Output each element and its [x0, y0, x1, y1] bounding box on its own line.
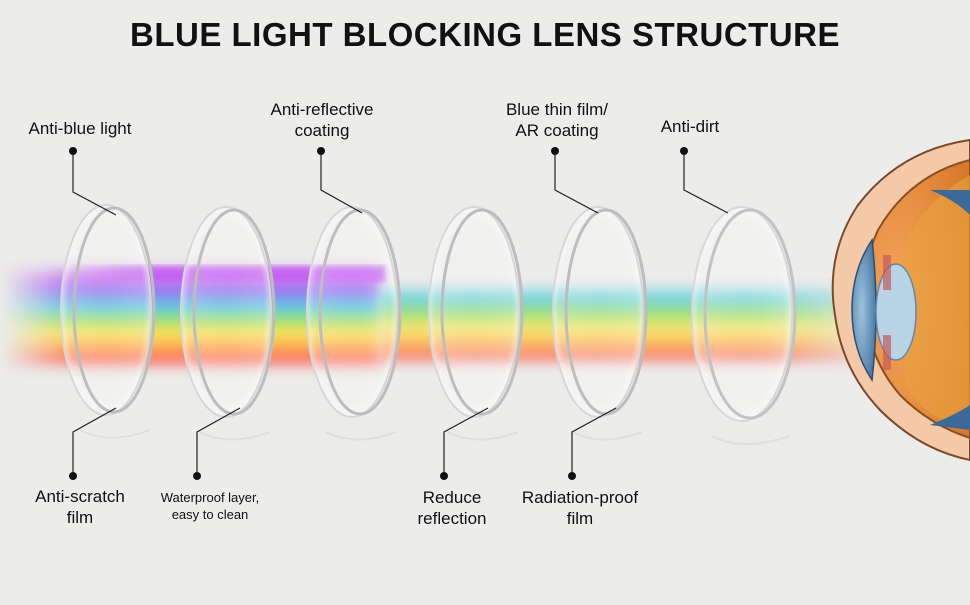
leader-radiation-proof [571, 407, 617, 476]
label-anti-reflective-line-2: coating [294, 121, 350, 140]
label-anti-blue-light: Anti-blue light [0, 118, 160, 139]
leader-reduce-reflection [443, 407, 489, 476]
label-waterproof: Waterproof layer, easy to clean [140, 489, 280, 523]
lens-2 [180, 206, 276, 418]
leader-waterproof [196, 407, 241, 476]
label-blue-thin-film: Blue thin film/ AR coating [482, 99, 632, 141]
leader-blue-thin-film [554, 151, 599, 214]
label-reduce-reflection-line-2: reflection [417, 509, 487, 528]
label-anti-scratch-line-1: Anti-scratch [35, 487, 125, 506]
label-waterproof-line-1: Waterproof layer, [160, 490, 260, 505]
eye-illustration [831, 138, 970, 462]
label-anti-reflective: Anti-reflective coating [247, 99, 397, 141]
label-anti-dirt: Anti-dirt [640, 116, 740, 137]
label-waterproof-line-2: easy to clean [171, 507, 249, 522]
label-blue-thin-film-line-2: AR coating [515, 121, 599, 140]
label-anti-reflective-line-1: Anti-reflective [270, 100, 374, 119]
label-anti-scratch-line-2: film [66, 508, 94, 527]
label-radiation-proof-line-1: Radiation-proof [521, 488, 639, 507]
label-radiation-proof: Radiation-proof film [500, 487, 660, 529]
lens-1 [60, 204, 156, 416]
leader-anti-scratch [72, 407, 117, 476]
leader-anti-blue-light [72, 151, 117, 216]
lens-6 [691, 206, 797, 422]
lens-group [60, 204, 797, 422]
label-anti-blue-light-line-1: Anti-blue light [28, 119, 132, 138]
label-blue-thin-film-line-1: Blue thin film/ [505, 100, 609, 119]
lens-4 [428, 206, 524, 418]
leader-dots [69, 147, 688, 480]
diagram-title: BLUE LIGHT BLOCKING LENS STRUCTURE [130, 16, 840, 53]
leader-lines [72, 151, 729, 476]
label-anti-dirt-line-1: Anti-dirt [660, 117, 720, 136]
leader-anti-dirt [683, 151, 729, 214]
label-reduce-reflection-line-1: Reduce [422, 488, 482, 507]
label-radiation-proof-line-2: film [566, 509, 594, 528]
leader-anti-reflective [320, 151, 363, 214]
label-anti-scratch: Anti-scratch film [5, 486, 155, 528]
label-reduce-reflection: Reduce reflection [392, 487, 512, 529]
lens-reflections [79, 429, 791, 445]
